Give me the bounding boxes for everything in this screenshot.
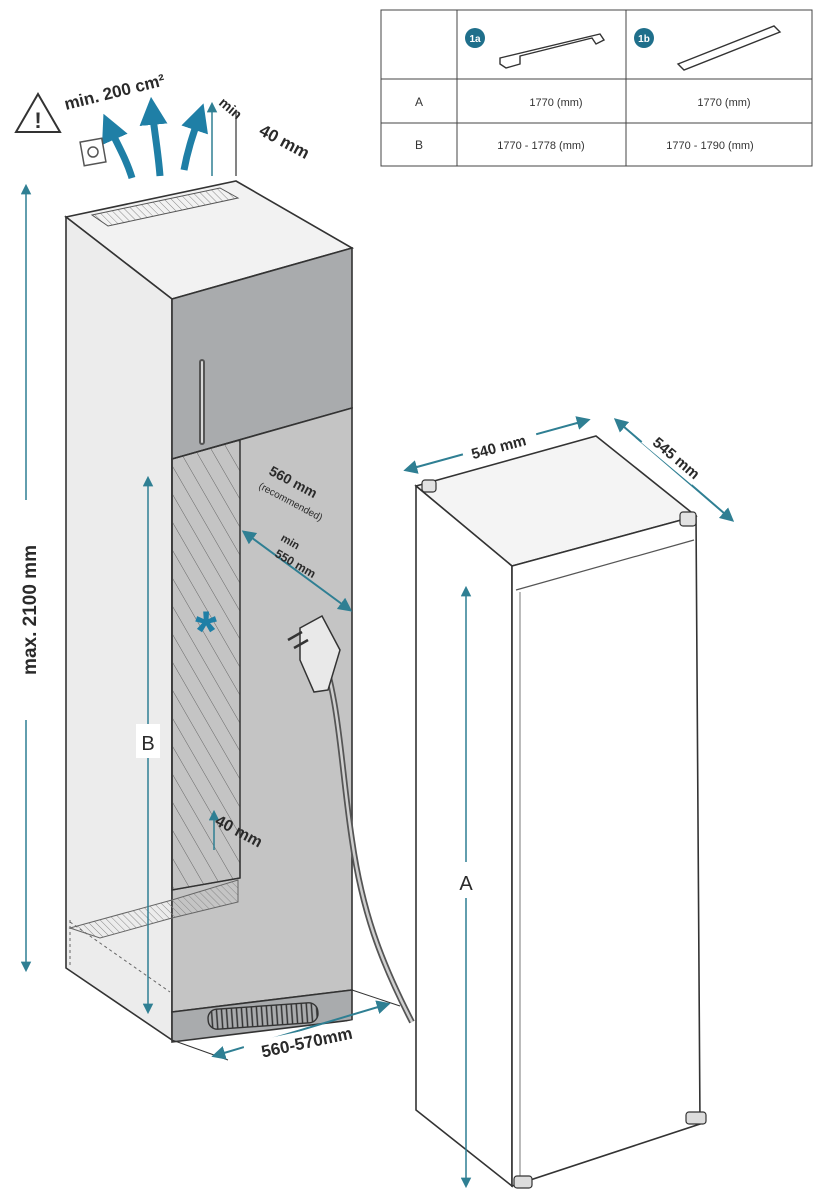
header-1b-label: 1b <box>638 34 650 45</box>
header-1a: 1a <box>465 28 485 48</box>
header-1b: 1b <box>634 28 654 48</box>
label-a: A <box>459 873 473 895</box>
ventilation-area-label: min. 200 cm² <box>62 70 167 113</box>
bracket-1b-icon <box>676 25 782 71</box>
dimension-table: 1a 1b A 1770 (mm) 1770 (mm) B 1770 - 177… <box>380 9 813 167</box>
table-row-a: A 1770 (mm) 1770 (mm) <box>415 95 751 109</box>
manual-reference-icon <box>79 137 107 167</box>
svg-text:!: ! <box>34 108 41 133</box>
row-label-b: B <box>415 138 423 152</box>
top-gap-min-label: min <box>216 94 245 122</box>
warning-icon: ! <box>14 92 62 133</box>
appliance-height-dimension: A <box>452 585 480 1189</box>
top-gap-dimension: min 40 mm <box>206 94 313 176</box>
max-height-dimension: max. 2100 mm <box>14 183 41 973</box>
snowflake-icon: * <box>195 599 217 662</box>
row-b-value-1b: 1770 - 1790 (mm) <box>666 140 753 152</box>
top-gap-value-label: 40 mm <box>256 121 312 163</box>
row-b-value-1a: 1770 - 1778 (mm) <box>497 140 584 152</box>
niche-height-dimension: B <box>136 475 160 1015</box>
table-row-b: B 1770 - 1778 (mm) 1770 - 1790 (mm) <box>415 138 754 152</box>
row-label-a: A <box>415 95 423 109</box>
row-a-value-1b: 1770 (mm) <box>697 97 750 109</box>
refrigerator <box>414 435 707 1189</box>
label-b: B <box>141 733 154 755</box>
airflow-arrows <box>102 96 208 180</box>
appliance-depth-label: 545 mm <box>649 434 703 483</box>
power-plug-icon <box>287 614 415 1024</box>
row-a-value-1a: 1770 (mm) <box>529 97 582 109</box>
header-1a-label: 1a <box>469 34 481 45</box>
bracket-1a-icon <box>499 33 606 69</box>
max-height-label: max. 2100 mm <box>20 545 41 675</box>
